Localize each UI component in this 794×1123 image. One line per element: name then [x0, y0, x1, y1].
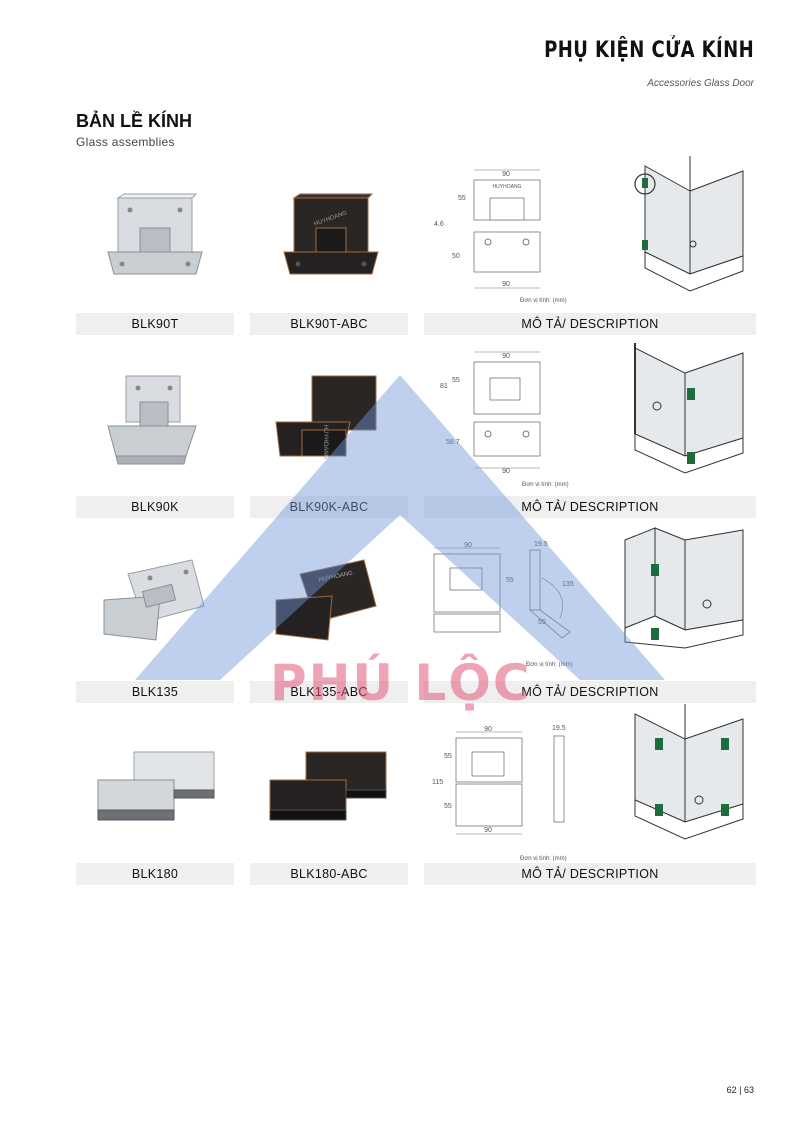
description-label: MÔ TẢ/ DESCRIPTION [424, 496, 756, 518]
unit-note: Đơn vị tính: (mm) [522, 482, 569, 488]
product-code-abc-label: BLK180-ABC [250, 863, 408, 885]
hinge-black-image: HUYHOANG [275, 375, 377, 460]
dim-label: 115 [432, 779, 443, 786]
hinge-chrome-image [107, 193, 203, 275]
dim-label: 55 [458, 195, 466, 202]
dim-label: 50 [452, 253, 460, 260]
product-code-label: BLK90K [76, 496, 234, 518]
unit-note: Đơn vị tính: (mm) [520, 856, 567, 862]
product-code-abc-label: BLK90K-ABC [250, 496, 408, 518]
product-code-abc-label: BLK90T-ABC [250, 313, 408, 335]
unit-note: Đơn vị tính: (mm) [526, 662, 573, 668]
technical-drawing: 90 81 55 58.7 90 Đơn vị tính: (mm) [440, 351, 569, 488]
dim-label: 90 [464, 542, 472, 549]
product-code-abc-label: BLK135-ABC [250, 681, 408, 703]
dim-label: 55 [452, 377, 460, 384]
installation-diagram [634, 704, 744, 840]
dim-label: 90 [484, 726, 492, 733]
brand-logo-text: HUYHOANG [322, 425, 328, 460]
dim-label: 90 [484, 827, 492, 834]
installation-diagram [634, 156, 744, 292]
hinge-black-image: HUYHOANG [275, 559, 377, 641]
description-label: MÔ TẢ/ DESCRIPTION [424, 313, 756, 335]
description-label: MÔ TẢ/ DESCRIPTION [424, 863, 756, 885]
product-code-label: BLK135 [76, 681, 234, 703]
section-subtitle: Glass assemblies [76, 135, 175, 149]
dim-label: 135 [562, 581, 574, 588]
dim-label: 90 [502, 171, 510, 178]
dim-label: 19.5 [552, 725, 566, 732]
description-label: MÔ TẢ/ DESCRIPTION [424, 681, 756, 703]
dim-label: 55 [506, 577, 514, 584]
hinge-chrome-image [107, 375, 197, 465]
section-title: BẢN LỀ KÍNH [76, 111, 192, 131]
installation-diagram [634, 343, 744, 474]
dim-label: 55 [444, 803, 452, 810]
brand-logo-text: HUYHOANG [493, 184, 522, 190]
dim-label: 90 [502, 468, 510, 475]
dim-label: 4.6 [434, 221, 444, 228]
dim-label: 58.7 [446, 439, 460, 446]
product-code-label: BLK180 [76, 863, 234, 885]
technical-drawing: 90 19.5 55 115 55 90 Đơn vị tính: (mm) [432, 725, 567, 862]
installation-diagram [624, 527, 744, 649]
hinge-chrome-image [97, 751, 215, 821]
product-code-label: BLK90T [76, 313, 234, 335]
hinge-black-image: HUYHOANG [283, 193, 379, 275]
dim-label: 90 [502, 353, 510, 360]
dim-label: 19.5 [534, 541, 548, 548]
dim-label: 55 [444, 753, 452, 760]
hinge-black-image [269, 751, 387, 821]
watermark-text: PHÚ LỘC [270, 654, 532, 712]
catalog-title: PHỤ KIỆN CỬA KÍNH [543, 38, 754, 63]
dim-label: 55 [538, 619, 546, 626]
dim-label: 90 [502, 281, 510, 288]
unit-note: Đơn vị tính: (mm) [520, 298, 567, 304]
technical-drawing: 90 55 19.5 135 55 Đơn vị tính: (mm) [433, 541, 574, 668]
technical-drawing: 90 HUYHOANG 55 4.6 50 90 Đơn vị tính: (m… [434, 169, 567, 304]
dim-label: 81 [440, 383, 448, 390]
hinge-chrome-image [103, 559, 205, 641]
page-number: 62 | 63 [726, 1085, 754, 1095]
catalog-subtitle: Accessories Glass Door [647, 78, 754, 89]
